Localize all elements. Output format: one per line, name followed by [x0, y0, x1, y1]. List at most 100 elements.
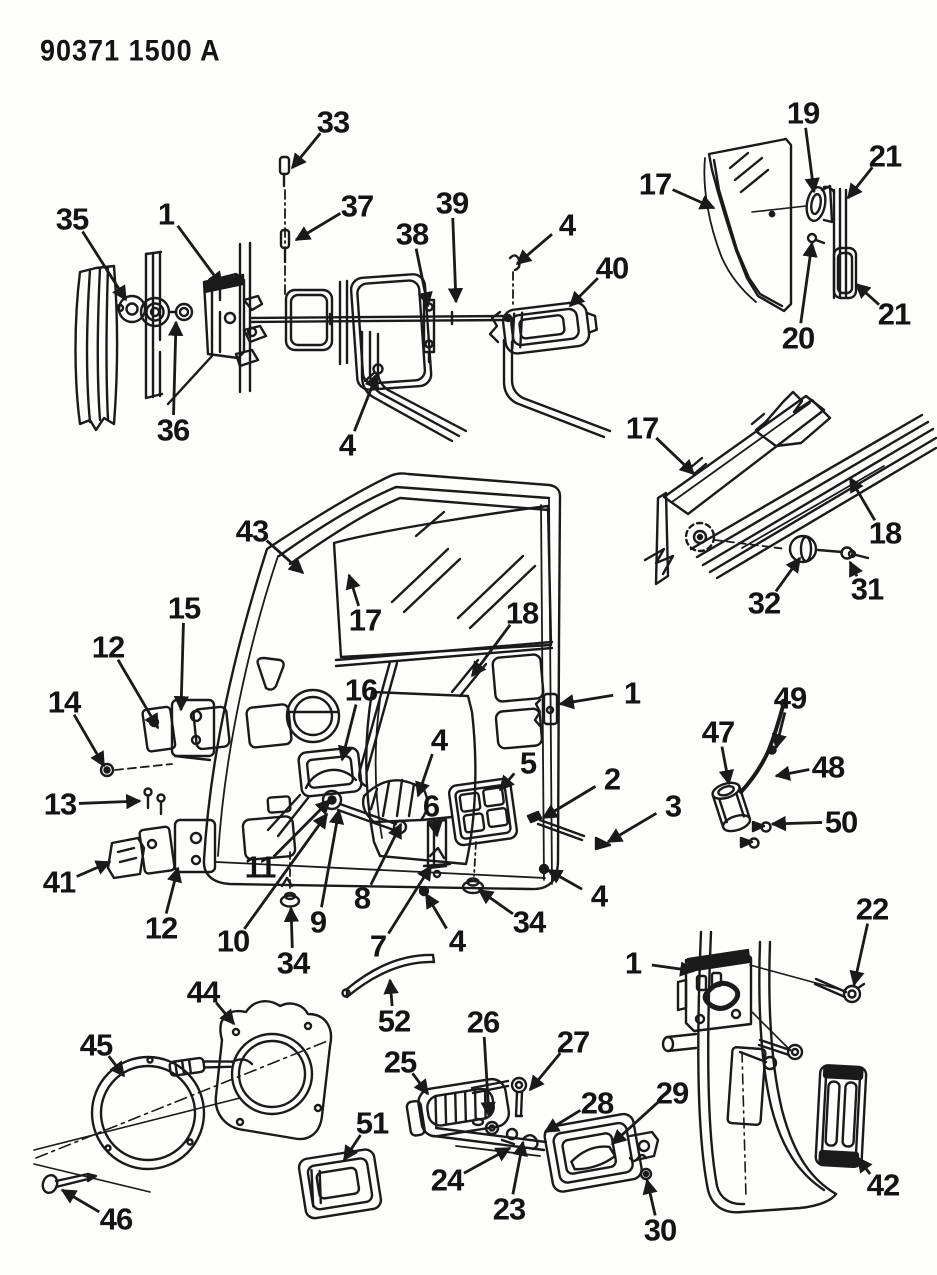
- callout-leader-52: [383, 978, 399, 1007]
- callout-leader-1: [558, 693, 614, 710]
- callout-label-19: 19: [787, 96, 820, 131]
- callout-label-1: 1: [158, 197, 175, 232]
- callout-leader-4: [353, 372, 380, 432]
- callout-label-22: 22: [856, 892, 888, 927]
- callout-leader-49: [771, 712, 787, 750]
- callout-label-46: 46: [100, 1202, 133, 1237]
- bezel-art: [297, 1148, 383, 1220]
- callout-label-18: 18: [869, 516, 902, 551]
- callout-leader-12: [164, 866, 182, 914]
- vent-glass-art: [703, 137, 858, 313]
- callout-leader-22: [849, 923, 869, 987]
- callout-label-27: 27: [557, 1025, 589, 1060]
- callout-label-4: 4: [559, 208, 577, 243]
- callout-label-18: 18: [506, 596, 539, 631]
- door-shell-art: [202, 472, 562, 891]
- callout-label-28: 28: [581, 1086, 614, 1121]
- callout-leader-4: [424, 892, 448, 930]
- callout-leader-20: [799, 241, 818, 324]
- callout-leader-40: [568, 277, 599, 308]
- callout-label-4: 4: [431, 723, 449, 758]
- callout-leader-35: [81, 230, 128, 302]
- callout-label-40: 40: [596, 251, 628, 286]
- callout-label-26: 26: [467, 1005, 500, 1040]
- callout-leader-8: [369, 822, 403, 886]
- callout-leader-31: [848, 560, 863, 578]
- callout-label-9: 9: [310, 905, 327, 940]
- callout-label-47: 47: [702, 715, 734, 750]
- callout-leader-48: [774, 765, 810, 781]
- callout-label-37: 37: [341, 189, 373, 224]
- callout-leader-1: [651, 961, 696, 977]
- callout-leader-37: [294, 212, 342, 242]
- inside-handle-art: [488, 254, 598, 355]
- callout-leader-15: [173, 622, 190, 712]
- callout-leader-16: [337, 704, 358, 762]
- callout-label-25: 25: [384, 1045, 417, 1080]
- drawing-number: 90371 1500 A: [40, 34, 221, 68]
- callout-label-21: 21: [878, 297, 911, 332]
- callout-label-29: 29: [656, 1076, 689, 1111]
- callout-label-1: 1: [624, 676, 641, 711]
- callout-leader-5: [498, 772, 516, 792]
- outside-handle-art: [297, 1076, 660, 1220]
- callout-label-38: 38: [396, 217, 429, 252]
- callout-label-21: 21: [869, 139, 902, 174]
- callout-leader-23: [511, 1140, 528, 1195]
- callout-label-33: 33: [317, 105, 350, 140]
- callout-leader-45: [107, 1055, 126, 1078]
- callout-label-30: 30: [644, 1213, 676, 1248]
- callout-label-4: 4: [591, 879, 609, 914]
- callout-leader-11: [272, 798, 332, 858]
- callout-label-5: 5: [520, 746, 537, 781]
- callout-label-13: 13: [44, 787, 77, 822]
- callout-label-32: 32: [748, 586, 780, 621]
- callout-label-17: 17: [626, 411, 658, 446]
- callout-leader-12: [116, 659, 160, 730]
- callout-label-31: 31: [851, 572, 884, 607]
- callout-label-12: 12: [92, 630, 124, 665]
- hinge-art: [99, 698, 217, 880]
- callout-leader-21: [854, 282, 881, 306]
- callout-label-7: 7: [370, 929, 386, 964]
- callout-label-43: 43: [236, 514, 269, 549]
- callout-leader-26: [480, 1036, 496, 1118]
- diagram-line-art: [33, 137, 937, 1220]
- callout-leader-7: [387, 864, 433, 935]
- pillar-latch-art: [661, 930, 868, 1214]
- callout-leader-17: [672, 188, 716, 210]
- callout-label-39: 39: [436, 186, 469, 221]
- callout-label-34: 34: [513, 905, 547, 940]
- callout-leader-29: [610, 1101, 659, 1146]
- callout-label-3: 3: [665, 789, 682, 824]
- callout-label-20: 20: [782, 321, 814, 356]
- callout-label-36: 36: [157, 413, 190, 448]
- callout-label-8: 8: [354, 881, 371, 916]
- callout-leader-28: [543, 1109, 582, 1134]
- front-latch-art: [166, 155, 291, 406]
- callout-leader-39: [447, 217, 464, 304]
- callout-leader-14: [72, 714, 106, 768]
- callout-label-35: 35: [56, 202, 89, 237]
- callout-label-44: 44: [187, 975, 221, 1010]
- callout-label-4: 4: [339, 428, 357, 463]
- callout-leader-47: [718, 746, 734, 786]
- callout-leader-36: [167, 320, 184, 416]
- run-channel-art: [643, 390, 937, 586]
- callout-label-24: 24: [431, 1163, 465, 1198]
- callout-leader-51: [342, 1134, 362, 1162]
- callout-leader-34: [283, 906, 300, 949]
- callout-leader-4: [515, 233, 553, 266]
- callout-leader-17: [655, 436, 696, 476]
- callout-label-45: 45: [80, 1028, 113, 1063]
- callout-leader-18: [848, 476, 877, 522]
- callout-leader-6: [427, 820, 443, 838]
- callout-label-49: 49: [774, 681, 807, 716]
- callout-label-41: 41: [43, 865, 76, 900]
- callout-label-1: 1: [625, 946, 642, 981]
- callout-leader-34: [477, 888, 514, 916]
- callout-label-50: 50: [825, 805, 857, 840]
- callout-leader-1: [176, 225, 224, 288]
